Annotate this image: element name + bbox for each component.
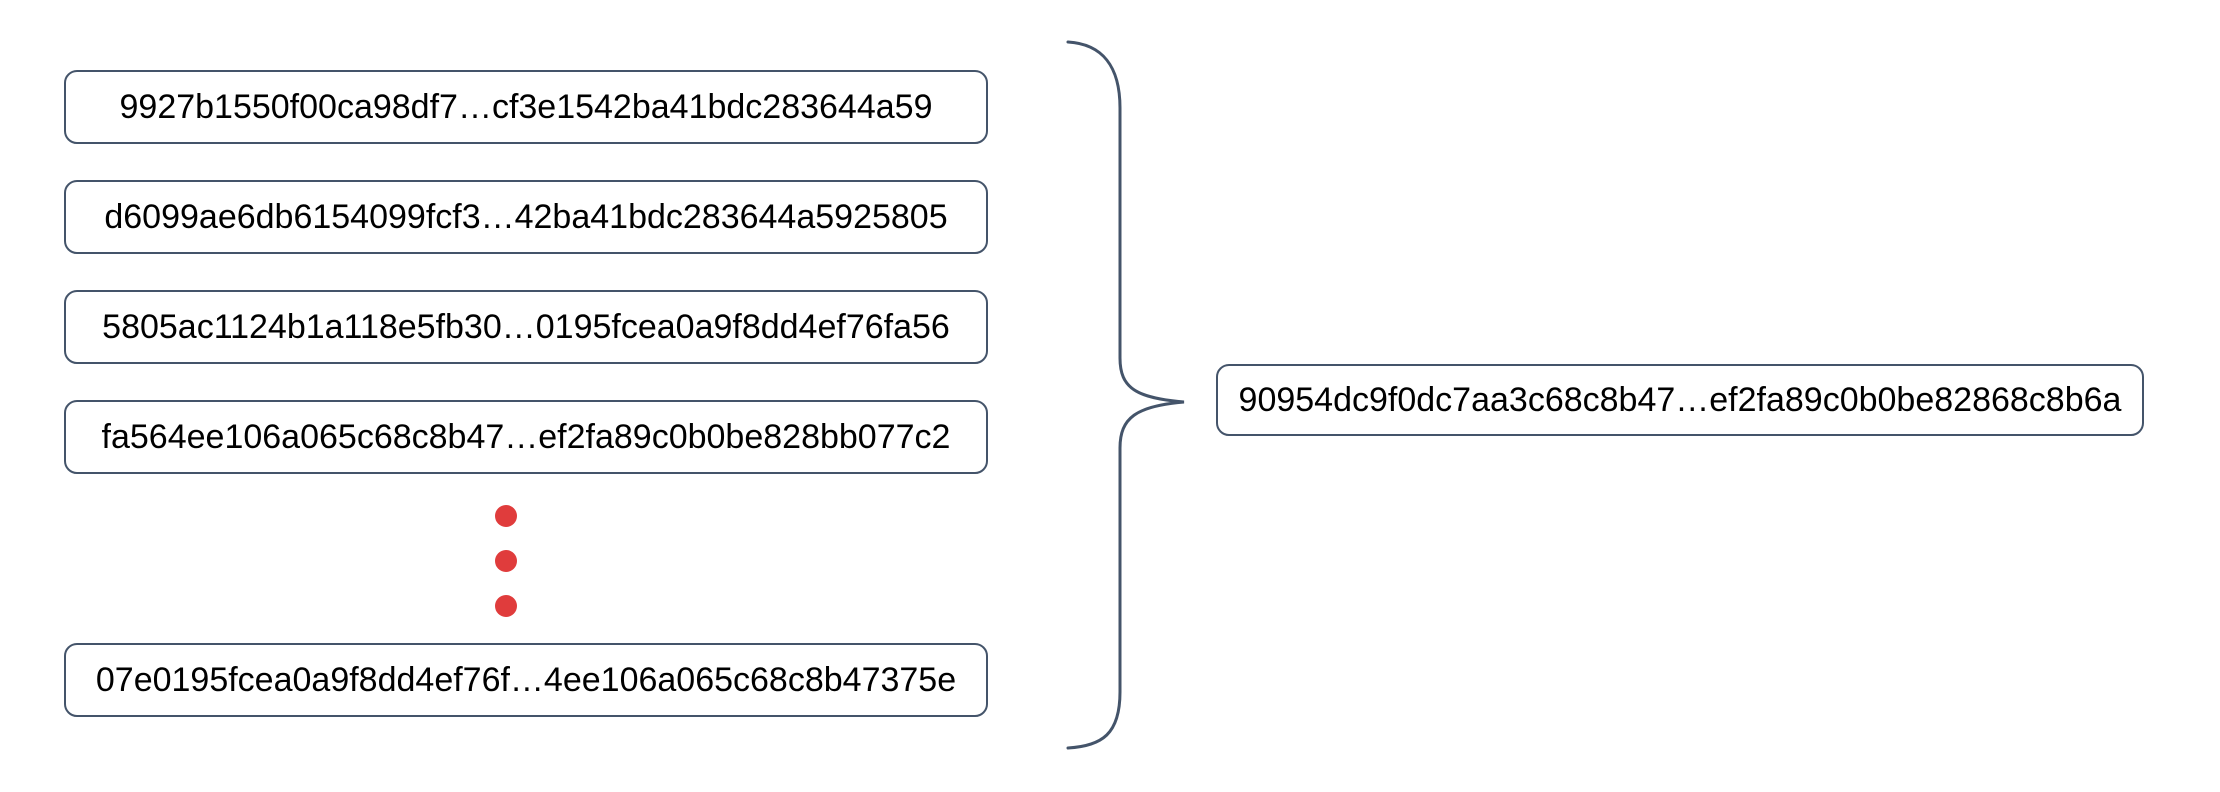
input-hash-label-5: 07e0195fcea0a9f8dd4ef76f…4ee106a065c68c8… [95, 660, 957, 699]
input-hash-label-1: 9927b1550f00ca98df7…cf3e1542ba41bdc28364… [119, 87, 933, 126]
input-hash-box-1: 9927b1550f00ca98df7…cf3e1542ba41bdc28364… [64, 70, 988, 144]
output-hash-box: 90954dc9f0dc7aa3c68c8b47…ef2fa89c0b0be82… [1216, 364, 2144, 436]
ellipsis-dot-3 [495, 595, 517, 617]
ellipsis-dot-1 [495, 505, 517, 527]
input-hash-box-2: d6099ae6db6154099fcf3…42ba41bdc283644a59… [64, 180, 988, 254]
input-hash-box-3: 5805ac1124b1a118e5fb30…0195fcea0a9f8dd4e… [64, 290, 988, 364]
input-hash-label-3: 5805ac1124b1a118e5fb30…0195fcea0a9f8dd4e… [102, 307, 950, 346]
input-hash-box-4: fa564ee106a065c68c8b47…ef2fa89c0b0be828b… [64, 400, 988, 474]
ellipsis-dot-2 [495, 550, 517, 572]
output-hash-label: 90954dc9f0dc7aa3c68c8b47…ef2fa89c0b0be82… [1238, 380, 2122, 419]
input-hash-label-2: d6099ae6db6154099fcf3…42ba41bdc283644a59… [104, 197, 948, 236]
input-hash-label-4: fa564ee106a065c68c8b47…ef2fa89c0b0be828b… [101, 417, 951, 456]
input-hash-box-5: 07e0195fcea0a9f8dd4ef76f…4ee106a065c68c8… [64, 643, 988, 717]
